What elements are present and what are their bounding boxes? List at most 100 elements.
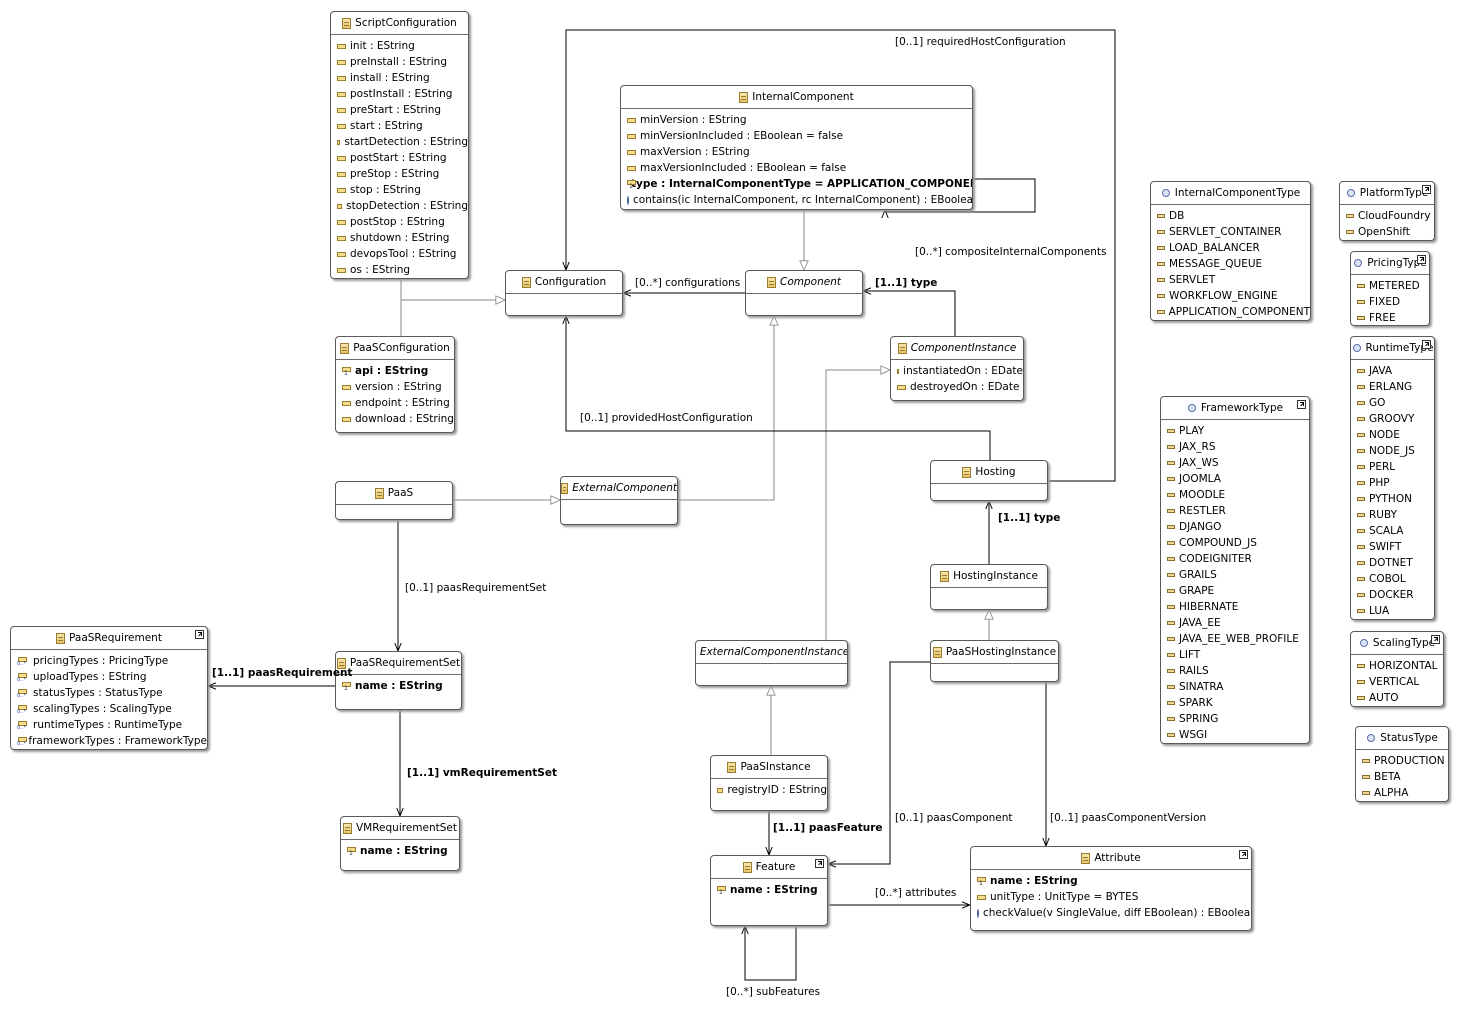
attribute-row[interactable]: frameworkTypes : FrameworkType (11, 733, 207, 749)
enum-literal[interactable]: GO (1351, 395, 1434, 411)
enum-literal[interactable]: ERLANG (1351, 379, 1434, 395)
external-reference-icon[interactable] (1297, 400, 1306, 409)
enum-literal[interactable]: APPLICATION_COMPONENT (1151, 304, 1310, 320)
class-paas-hosting-instance[interactable]: PaaSHostingInstance (930, 640, 1059, 682)
attribute-row[interactable]: postStart : EString (331, 150, 468, 166)
enum-literal[interactable]: LOAD_BALANCER (1151, 240, 1310, 256)
enum-literal[interactable]: RESTLER (1161, 503, 1309, 519)
attribute-row[interactable]: minVersion : EString (621, 112, 972, 128)
attribute-row[interactable]: maxVersion : EString (621, 144, 972, 160)
attribute-row[interactable]: postInstall : EString (331, 86, 468, 102)
enum-status-type[interactable]: StatusType PRODUCTION BETA ALPHA (1355, 726, 1449, 802)
class-script-configuration[interactable]: ScriptConfiguration init : EString preIn… (330, 11, 469, 279)
attribute-row[interactable]: start : EString (331, 118, 468, 134)
class-component-instance[interactable]: ComponentInstance instantiatedOn : EDate… (890, 336, 1024, 401)
enum-runtime-type[interactable]: RuntimeType JAVA ERLANG GO GROOVY NODE N… (1350, 336, 1435, 620)
attribute-row[interactable]: instantiatedOn : EDate (891, 363, 1023, 379)
enum-literal[interactable]: PRODUCTION (1356, 753, 1448, 769)
class-attribute[interactable]: Attribute name : EString unitType : Unit… (970, 846, 1252, 931)
external-reference-icon[interactable] (1417, 255, 1426, 264)
enum-literal[interactable]: NODE (1351, 427, 1434, 443)
attribute-row[interactable]: registryID : EString (711, 782, 827, 798)
enum-literal[interactable]: GRAPE (1161, 583, 1309, 599)
external-reference-icon[interactable] (1239, 850, 1248, 859)
attribute-row[interactable]: devopsTool : EString (331, 246, 468, 262)
attribute-row[interactable]: name : EString (341, 843, 459, 859)
enum-literal[interactable]: COMPOUND_JS (1161, 535, 1309, 551)
enum-literal[interactable]: SPARK (1161, 695, 1309, 711)
attribute-row[interactable]: stop : EString (331, 182, 468, 198)
external-reference-icon[interactable] (815, 859, 824, 868)
enum-literal[interactable]: LIFT (1161, 647, 1309, 663)
enum-literal[interactable]: VERTICAL (1351, 674, 1443, 690)
attribute-row[interactable]: version : EString (336, 379, 454, 395)
class-hosting[interactable]: Hosting (930, 460, 1048, 501)
attribute-row[interactable]: name : EString (711, 882, 827, 898)
attribute-row[interactable]: type : InternalComponentType = APPLICATI… (627, 178, 973, 190)
class-feature[interactable]: Feature name : EString (710, 855, 828, 926)
enum-literal[interactable]: SERVLET (1151, 272, 1310, 288)
enum-literal[interactable]: JOOMLA (1161, 471, 1309, 487)
attribute-row[interactable]: maxVersionIncluded : EBoolean = false (621, 160, 972, 176)
enum-literal[interactable]: OpenShift (1340, 224, 1434, 240)
enum-literal[interactable]: SPRING (1161, 711, 1309, 727)
attribute-row[interactable]: unitType : UnitType = BYTES (971, 889, 1251, 905)
enum-literal[interactable]: JAVA_EE_WEB_PROFILE (1161, 631, 1309, 647)
attribute-row[interactable]: minVersionIncluded : EBoolean = false (621, 128, 972, 144)
enum-literal[interactable]: SINATRA (1161, 679, 1309, 695)
enum-literal[interactable]: WORKFLOW_ENGINE (1151, 288, 1310, 304)
enum-literal[interactable]: LUA (1351, 603, 1434, 619)
attribute-row[interactable]: uploadTypes : EString (11, 669, 207, 685)
enum-literal[interactable]: PLAY (1161, 423, 1309, 439)
enum-literal[interactable]: JAX_RS (1161, 439, 1309, 455)
operation-row[interactable]: checkValue(v SingleValue, diff EBoolean)… (971, 905, 1251, 921)
enum-literal[interactable]: CODEIGNITER (1161, 551, 1309, 567)
enum-literal[interactable]: RUBY (1351, 507, 1434, 523)
enum-literal[interactable]: WSGI (1161, 727, 1309, 743)
enum-literal[interactable]: HORIZONTAL (1351, 658, 1443, 674)
enum-literal[interactable]: SWIFT (1351, 539, 1434, 555)
attribute-row[interactable]: preInstall : EString (331, 54, 468, 70)
external-reference-icon[interactable] (1422, 185, 1431, 194)
class-component[interactable]: Component (745, 270, 863, 316)
enum-literal[interactable]: PYTHON (1351, 491, 1434, 507)
enum-literal[interactable]: DOCKER (1351, 587, 1434, 603)
enum-platform-type[interactable]: PlatformType CloudFoundry OpenShift (1339, 181, 1435, 241)
attribute-row[interactable]: shutdown : EString (331, 230, 468, 246)
attribute-row[interactable]: install : EString (331, 70, 468, 86)
enum-literal[interactable]: MOODLE (1161, 487, 1309, 503)
enum-literal[interactable]: SERVLET_CONTAINER (1151, 224, 1310, 240)
class-paas-requirement[interactable]: PaaSRequirement pricingTypes : PricingTy… (10, 626, 208, 750)
attribute-row[interactable]: destroyedOn : EDate (891, 379, 1023, 395)
external-reference-icon[interactable] (195, 630, 204, 639)
enum-literal[interactable]: DJANGO (1161, 519, 1309, 535)
external-reference-icon[interactable] (1422, 340, 1431, 349)
attribute-row[interactable]: startDetection : EString (331, 134, 468, 150)
enum-literal[interactable]: NODE_JS (1351, 443, 1434, 459)
attribute-row[interactable]: runtimeTypes : RuntimeType (11, 717, 207, 733)
class-paas[interactable]: PaaS (335, 481, 453, 520)
attribute-row[interactable]: statusTypes : StatusType (11, 685, 207, 701)
enum-literal[interactable]: DOTNET (1351, 555, 1434, 571)
attribute-row[interactable]: scalingTypes : ScalingType (11, 701, 207, 717)
enum-literal[interactable]: FIXED (1351, 294, 1429, 310)
enum-literal[interactable]: PHP (1351, 475, 1434, 491)
enum-literal[interactable]: MESSAGE_QUEUE (1151, 256, 1310, 272)
enum-literal[interactable]: RAILS (1161, 663, 1309, 679)
enum-literal[interactable]: PERL (1351, 459, 1434, 475)
attribute-row[interactable]: os : EString (331, 262, 468, 278)
attribute-row[interactable]: api : EString (336, 363, 454, 379)
enum-internal-component-type[interactable]: InternalComponentType DB SERVLET_CONTAIN… (1150, 181, 1311, 321)
enum-literal[interactable]: GROOVY (1351, 411, 1434, 427)
class-paas-configuration[interactable]: PaaSConfiguration api : EString version … (335, 336, 455, 433)
class-internal-component[interactable]: InternalComponent minVersion : EString m… (620, 85, 973, 210)
enum-framework-type[interactable]: FrameworkType PLAY JAX_RS JAX_WS JOOMLA … (1160, 396, 1310, 744)
attribute-row[interactable]: name : EString (971, 873, 1251, 889)
enum-literal[interactable]: COBOL (1351, 571, 1434, 587)
enum-scaling-type[interactable]: ScalingType HORIZONTAL VERTICAL AUTO (1350, 631, 1444, 707)
enum-literal[interactable]: FREE (1351, 310, 1429, 325)
enum-literal[interactable]: JAVA_EE (1161, 615, 1309, 631)
enum-pricing-type[interactable]: PricingType METERED FIXED FREE (1350, 251, 1430, 326)
operation-row[interactable]: contains(ic InternalComponent, rc Intern… (621, 192, 972, 208)
class-external-component-instance[interactable]: ExternalComponentInstance (695, 640, 848, 686)
